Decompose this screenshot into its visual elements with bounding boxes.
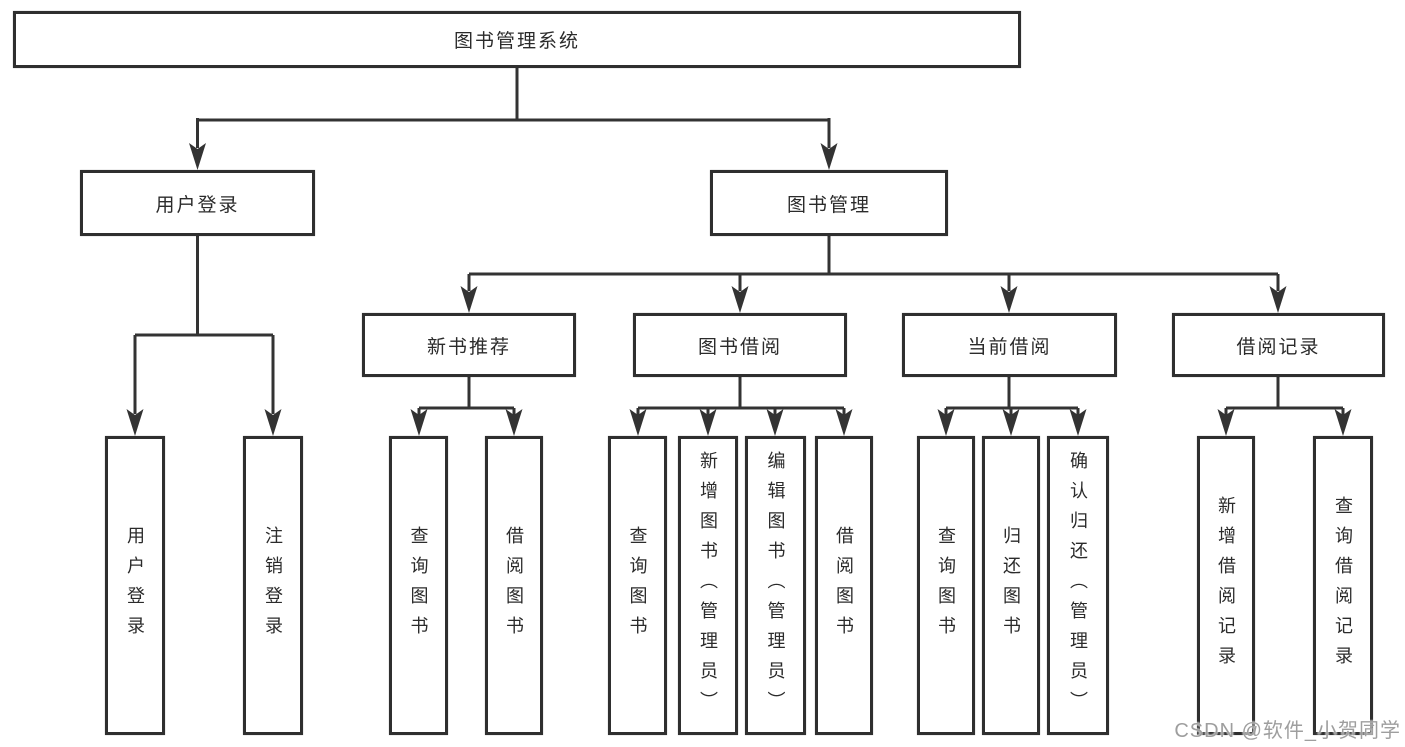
node-book-borrowing: 图书借阅 (633, 313, 847, 377)
watermark: CSDN @软件_小贺同学 (1174, 720, 1401, 742)
node-user-login: 用户登录 (80, 170, 315, 236)
node-current-query-books: 查询图书 (917, 436, 975, 735)
node-borrowing-records: 借阅记录 (1172, 313, 1385, 377)
node-system-root: 图书管理系统 (13, 11, 1021, 68)
node-confirm-return-admin: 确认归还（管理员） (1047, 436, 1109, 735)
node-query-borrow-record: 查询借阅记录 (1313, 436, 1373, 735)
node-user-login-action: 用户登录 (105, 436, 165, 735)
node-return-books: 归还图书 (982, 436, 1040, 735)
node-logout-action: 注销登录 (243, 436, 303, 735)
node-book-management: 图书管理 (710, 170, 948, 236)
node-borrowing-query-books: 查询图书 (608, 436, 667, 735)
node-add-borrow-record: 新增借阅记录 (1197, 436, 1255, 735)
node-recommend-borrow-books: 借阅图书 (485, 436, 543, 735)
node-borrowing-borrow-books: 借阅图书 (815, 436, 873, 735)
node-recommend-query-books: 查询图书 (389, 436, 448, 735)
node-edit-books-admin: 编辑图书（管理员） (745, 436, 806, 735)
node-new-book-recommend: 新书推荐 (362, 313, 576, 377)
node-current-borrowing: 当前借阅 (902, 313, 1117, 377)
node-add-books-admin: 新增图书（管理员） (678, 436, 738, 735)
